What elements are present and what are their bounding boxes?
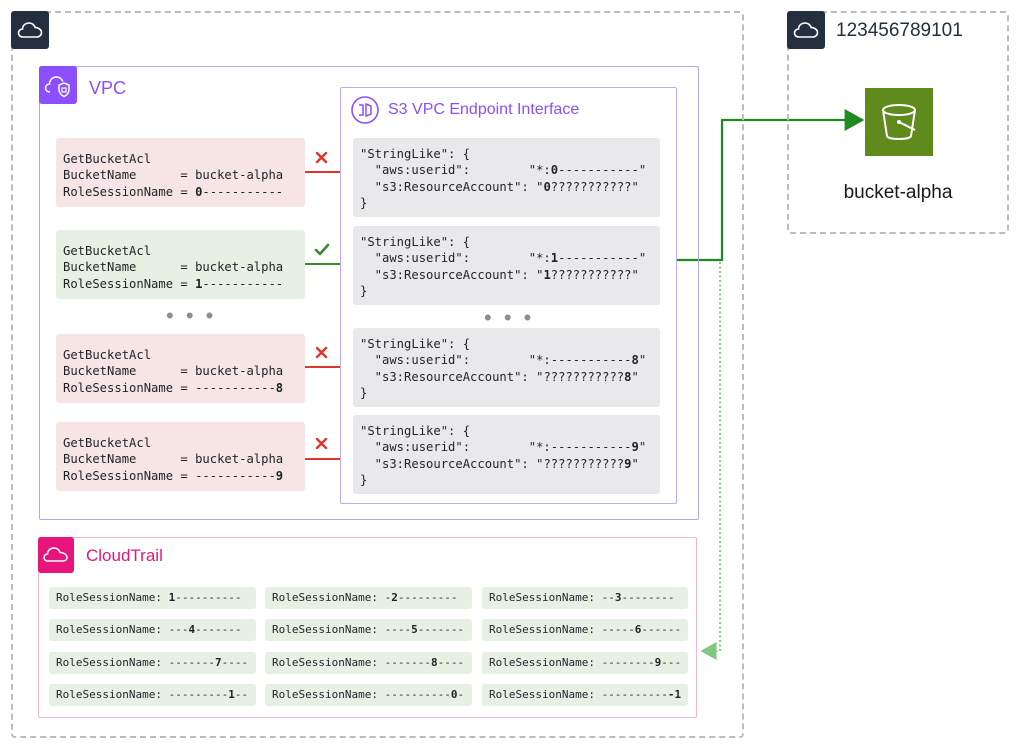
policies-ellipsis: • • •	[484, 305, 535, 330]
request-card-3: GetBucketAcl BucketName = bucket-alpha R…	[56, 422, 305, 491]
deny-mark-2	[315, 346, 328, 359]
log-entry-11: RoleSessionName: -----------1	[482, 684, 688, 706]
endpoint-icon	[350, 95, 380, 125]
log-entry-7: RoleSessionName: -------8----	[265, 652, 472, 674]
deny-mark-3	[315, 437, 328, 450]
vpc-endpoint-group	[340, 87, 677, 504]
vpc-cloud-shield-icon	[44, 76, 70, 98]
request-card-1: GetBucketAcl BucketName = bucket-alpha R…	[56, 230, 305, 299]
request-action: GetBucketAcl	[63, 152, 152, 166]
request-card-2: GetBucketAcl BucketName = bucket-alpha R…	[56, 334, 305, 403]
cloud-icon	[17, 22, 43, 38]
policy-card-2: "StringLike": { "aws:userid": "*:-------…	[353, 328, 660, 407]
log-entry-5: RoleSessionName: -----6------	[482, 619, 688, 641]
request-role-marker: 0	[195, 184, 203, 199]
vpc-title: VPC	[89, 78, 127, 98]
account-id: 123456789101	[836, 20, 963, 41]
policy-card-1: "StringLike": { "aws:userid": "*:1------…	[353, 226, 660, 305]
request-bucket: bucket-alpha	[195, 364, 284, 379]
request-bucket: bucket-alpha	[195, 168, 284, 183]
endpoint-title: S3 VPC Endpoint Interface	[388, 101, 580, 118]
log-entry-0: RoleSessionName: 1----------	[49, 587, 256, 609]
request-role-marker: 8	[275, 380, 284, 395]
cloudtrail-icon	[43, 547, 68, 562]
account-group	[787, 11, 1009, 234]
allow-checkmark-1	[314, 243, 330, 256]
vpc-badge	[39, 66, 77, 104]
log-entry-4: RoleSessionName: ----5-------	[265, 619, 472, 641]
account-cloud-badge	[787, 11, 825, 49]
request-bucket: bucket-alpha	[195, 452, 284, 467]
endpoint-to-bucket-arrow	[677, 109, 865, 262]
policy-card-3: "StringLike": { "aws:userid": "*:-------…	[353, 415, 660, 494]
log-entry-1: RoleSessionName: -2---------	[265, 587, 472, 609]
request-role-marker: 1	[195, 276, 203, 291]
cloud-icon	[793, 22, 819, 38]
cloudtrail-badge	[38, 537, 74, 573]
s3-bucket-tile	[865, 88, 933, 156]
aws-cloud-group	[11, 11, 744, 738]
policy-card-0: "StringLike": { "aws:userid": "*:0------…	[353, 138, 660, 217]
bucket-name: bucket-alpha	[843, 182, 953, 203]
deny-mark-0	[315, 151, 328, 164]
cloudtrail-title: CloudTrail	[86, 546, 163, 565]
log-entry-10: RoleSessionName: ----------0-	[265, 684, 472, 706]
request-action: GetBucketAcl	[63, 348, 152, 362]
request-card-0: GetBucketAcl BucketName = bucket-alpha R…	[56, 138, 305, 207]
log-entry-3: RoleSessionName: ---4-------	[49, 619, 256, 641]
cloudtrail-group	[38, 537, 697, 718]
log-entry-8: RoleSessionName: --------9---	[482, 652, 688, 674]
bucket-icon	[882, 104, 916, 140]
request-action: GetBucketAcl	[63, 244, 152, 258]
aws-cloud-badge	[11, 11, 49, 49]
log-entry-9: RoleSessionName: ---------1--	[49, 684, 256, 706]
vpc-group	[39, 66, 699, 520]
request-bucket: bucket-alpha	[195, 260, 284, 275]
request-action: GetBucketAcl	[63, 436, 152, 450]
bucket-to-cloudtrail-log-arrow	[700, 262, 721, 660]
requests-ellipsis: • • •	[166, 303, 217, 328]
request-role-marker: 9	[275, 468, 284, 483]
log-entry-6: RoleSessionName: -------7----	[49, 652, 256, 674]
log-entry-2: RoleSessionName: --3--------	[482, 587, 688, 609]
